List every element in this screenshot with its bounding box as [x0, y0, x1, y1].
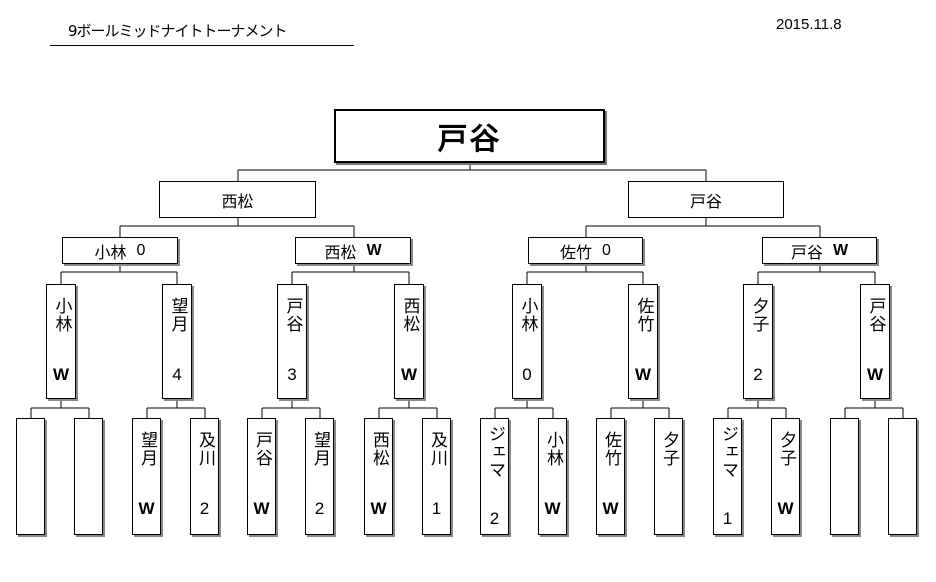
player-name: ジェマ	[485, 425, 505, 479]
player-name: 小林	[517, 297, 538, 333]
round2-slot-1: 小林 W	[46, 284, 76, 399]
player-name: 戸谷	[282, 297, 303, 333]
player-result: 1	[722, 509, 733, 528]
round1-slot-11: 佐竹 W	[596, 418, 625, 535]
player-result: 1	[431, 499, 442, 518]
player-name: 佐竹	[633, 297, 654, 333]
quarterfinal-2: 西松 W	[295, 237, 411, 264]
player-result: W	[400, 365, 418, 384]
player-name: 小林	[543, 431, 563, 467]
round1-slot-15	[830, 418, 859, 535]
page-title: 9ボールミッドナイトトーナメント	[68, 22, 288, 40]
player-result: 0	[136, 241, 146, 259]
round2-slot-3: 戸谷 3	[277, 284, 307, 399]
round1-slot-14: 夕子 W	[771, 418, 800, 535]
player-name: ジェマ	[718, 425, 738, 479]
round1-slot-7: 西松 W	[364, 418, 393, 535]
player-name: 西松	[324, 242, 357, 262]
round1-slot-1	[16, 418, 45, 535]
title-underline	[50, 45, 354, 46]
player-result: W	[634, 365, 652, 384]
player-result: 4	[172, 365, 182, 384]
player-name: 戸谷	[790, 242, 823, 262]
round2-slot-4: 西松 W	[394, 284, 424, 399]
round2-slot-2: 望月 4	[162, 284, 192, 399]
round2-slot-6: 佐竹 W	[628, 284, 658, 399]
player-result: 3	[287, 365, 297, 384]
player-result: W	[866, 365, 884, 384]
round1-slot-8: 及川 1	[422, 418, 451, 535]
player-name: 戸谷	[252, 431, 272, 467]
player-name: 夕子	[748, 297, 769, 333]
round1-slot-2	[74, 418, 103, 535]
player-name: 及川	[195, 431, 215, 467]
round1-slot-9: ジェマ 2	[480, 418, 509, 535]
player-result: W	[544, 499, 561, 518]
player-name: 西松	[369, 431, 389, 467]
quarterfinal-1: 小林 0	[62, 237, 178, 264]
round2-slot-7: 夕子 2	[743, 284, 773, 399]
player-name: 小林	[94, 242, 127, 262]
player-result: 0	[602, 241, 611, 259]
player-name: 小林	[51, 297, 72, 333]
quarterfinal-3: 佐竹 0	[528, 237, 643, 264]
player-name: 夕子	[776, 431, 796, 467]
player-name: 佐竹	[560, 242, 593, 262]
round1-slot-16	[888, 418, 917, 535]
player-result: W	[366, 241, 382, 259]
player-result: W	[832, 241, 849, 259]
player-name: 望月	[137, 431, 157, 467]
round1-slot-4: 及川 2	[190, 418, 219, 535]
player-result: W	[138, 499, 155, 518]
player-result: W	[253, 499, 270, 518]
player-result: W	[370, 499, 387, 518]
round2-slot-5: 小林 0	[512, 284, 542, 399]
player-name: 及川	[427, 431, 447, 467]
player-name: 望月	[310, 431, 330, 467]
date: 2015.11.8	[776, 16, 842, 33]
player-result: 2	[199, 499, 210, 518]
player-result: W	[777, 499, 794, 518]
round1-slot-6: 望月 2	[305, 418, 334, 535]
champion-box: 戸谷	[334, 109, 605, 163]
player-result: 2	[314, 499, 325, 518]
semifinal-right: 戸谷	[628, 181, 784, 218]
player-name: 夕子	[659, 431, 679, 467]
round1-slot-10: 小林 W	[538, 418, 567, 535]
round1-slot-5: 戸谷 W	[247, 418, 276, 535]
quarterfinal-4: 戸谷 W	[762, 237, 877, 264]
player-result: 2	[489, 509, 500, 528]
round1-slot-13: ジェマ 1	[713, 418, 742, 535]
player-result: 0	[522, 365, 532, 384]
player-result: W	[52, 365, 70, 384]
player-name: 望月	[167, 297, 188, 333]
semifinal-left: 西松	[159, 181, 316, 218]
player-name: 西松	[399, 297, 420, 333]
round1-slot-3: 望月 W	[132, 418, 161, 535]
player-result: W	[602, 499, 619, 518]
round2-slot-8: 戸谷 W	[860, 284, 890, 399]
player-name: 佐竹	[601, 431, 621, 467]
player-name: 戸谷	[865, 297, 886, 333]
player-result: 2	[753, 365, 763, 384]
round1-slot-12: 夕子	[654, 418, 683, 535]
